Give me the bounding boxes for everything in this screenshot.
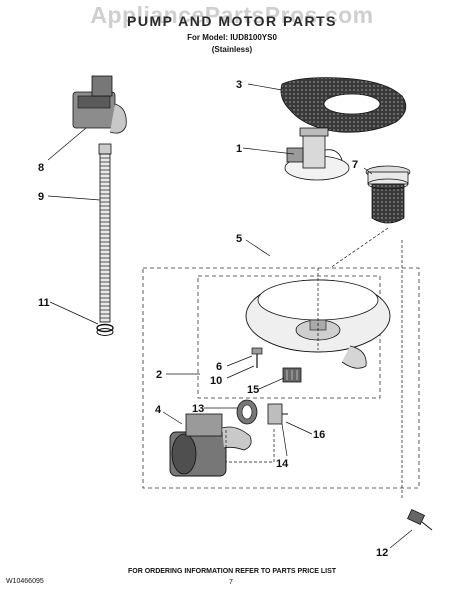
screw-part[interactable] [251, 347, 263, 368]
callout-3: 3 [236, 79, 242, 91]
sensor-part[interactable] [267, 403, 288, 425]
callout-16: 16 [313, 429, 325, 441]
sump-assembly-outline [142, 267, 420, 489]
callout-8: 8 [38, 162, 44, 174]
coarse-filter-part[interactable] [365, 165, 411, 224]
page-number: 7 [229, 579, 233, 586]
doc-number: W10466095 [6, 578, 44, 585]
watermark: AppliancePartsPros.com [90, 2, 374, 28]
sump-inner-outline [197, 275, 381, 399]
ordering-note: FOR ORDERING INFORMATION REFER TO PARTS … [127, 568, 337, 575]
hose-clamp-part[interactable] [96, 323, 114, 336]
callout-7: 7 [352, 159, 358, 171]
callout-11: 11 [38, 297, 50, 309]
callout-4: 4 [155, 404, 162, 416]
callout-10: 10 [210, 375, 222, 387]
wire-harness-part[interactable] [407, 508, 433, 531]
page-title: PUMP AND MOTOR PARTS [127, 13, 337, 29]
callout-14: 14 [276, 458, 289, 470]
callout-12: 12 [376, 547, 388, 559]
seal-ring-part[interactable] [236, 399, 258, 425]
motor-part[interactable] [169, 413, 252, 477]
drain-pump-part[interactable] [72, 75, 127, 134]
callout-13: 13 [192, 403, 204, 415]
drain-hose-part[interactable] [98, 143, 112, 323]
model-line: For Model: IUD8100YS0 [187, 33, 277, 42]
callout-1: 1 [236, 143, 242, 155]
connector-part[interactable] [282, 367, 302, 383]
callout-5: 5 [236, 233, 242, 245]
callout-2: 2 [156, 369, 162, 381]
page-header: AppliancePartsPros.com PUMP AND MOTOR PA… [0, 0, 464, 64]
filter-screen-part[interactable] [280, 77, 407, 133]
callout-6: 6 [216, 361, 222, 373]
impeller-part[interactable] [284, 127, 350, 181]
callout-15: 15 [247, 384, 259, 396]
finish-line: (Stainless) [211, 45, 253, 54]
callout-9: 9 [38, 191, 44, 203]
leader-lines [47, 83, 413, 549]
